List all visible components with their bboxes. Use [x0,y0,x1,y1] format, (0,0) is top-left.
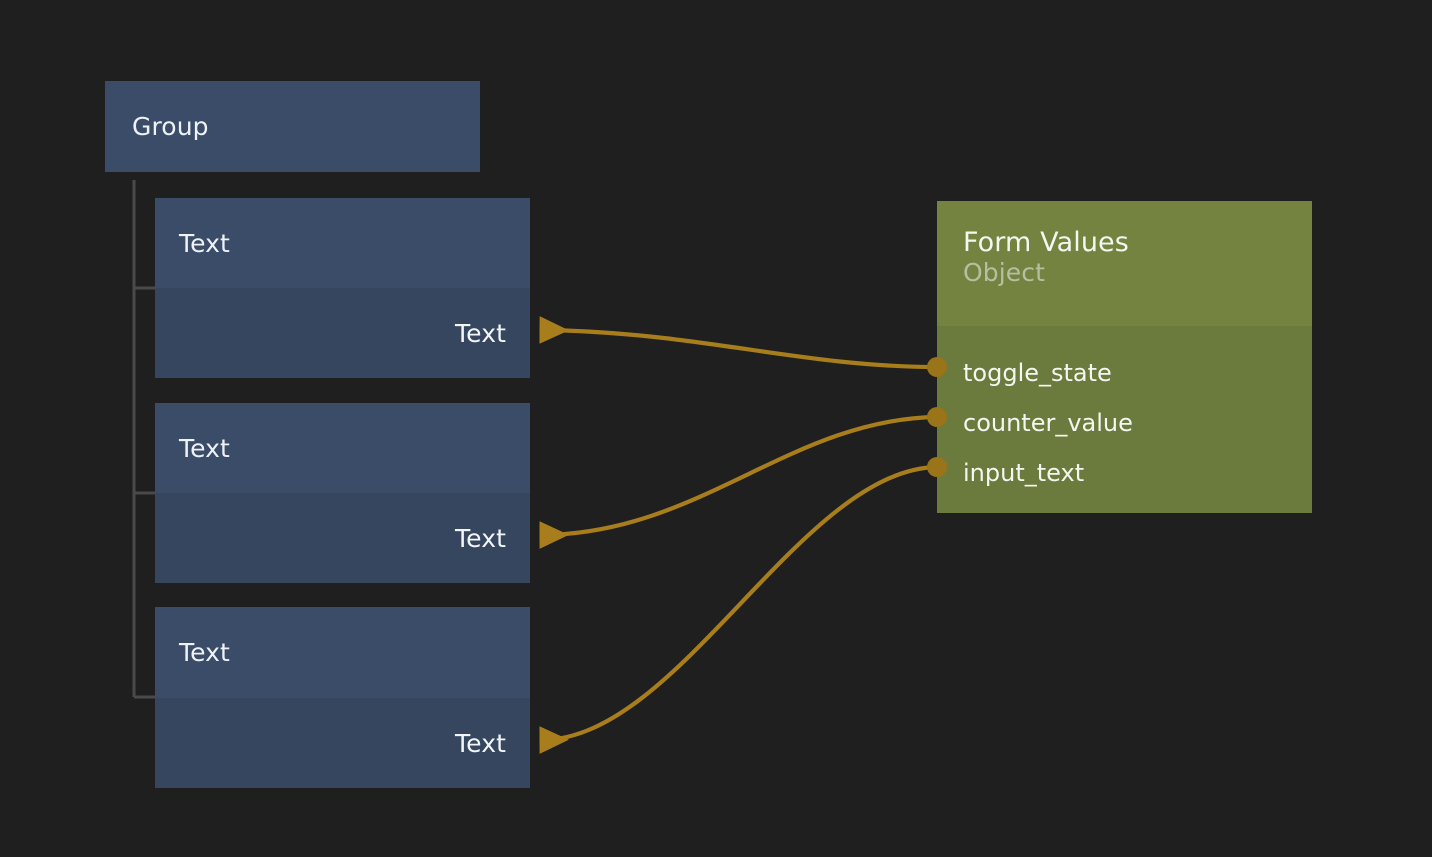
object-field-toggle-state-label: toggle_state [963,359,1112,387]
object-node-subtitle: Object [963,258,1046,287]
text-node-1-header-label: Text [179,228,230,258]
group-node[interactable]: Group [105,81,480,172]
object-field-toggle-state[interactable]: toggle_state [937,348,1312,398]
text-node-3[interactable]: Text Text [155,607,530,788]
text-node-1[interactable]: Text Text [155,198,530,378]
edge-counter-value[interactable] [539,414,938,549]
text-node-3-body-label: Text [455,728,506,758]
group-node-title: Group [132,112,209,141]
text-node-3-header-label: Text [179,638,230,667]
text-node-3-header[interactable]: Text [155,607,530,698]
object-field-counter-value-label: counter_value [963,409,1133,437]
text-node-2-body[interactable]: Text [155,493,530,583]
object-node-form-values[interactable]: Form Values Object toggle_state counter_… [937,201,1312,513]
object-field-input-text[interactable]: input_text [937,448,1312,498]
port-toggle-state[interactable] [927,357,947,377]
text-node-2-header-label: Text [179,433,230,463]
text-node-2-body-label: Text [455,523,506,553]
edge-toggle-state[interactable] [539,316,938,370]
object-field-counter-value[interactable]: counter_value [937,398,1312,448]
text-node-2[interactable]: Text Text [155,403,530,583]
object-field-input-text-label: input_text [963,459,1085,487]
object-node-header[interactable]: Form Values Object [937,201,1312,326]
object-node-body: toggle_state counter_value input_text [937,326,1312,498]
text-node-1-body[interactable]: Text [155,288,530,378]
text-node-1-body-label: Text [455,318,506,348]
text-node-3-body[interactable]: Text [155,698,530,788]
text-node-1-header[interactable]: Text [155,198,530,288]
text-node-2-header[interactable]: Text [155,403,530,493]
object-node-title: Form Values [963,227,1129,258]
edge-input-text[interactable] [539,464,938,754]
port-input-text[interactable] [927,457,947,477]
port-counter-value[interactable] [927,407,947,427]
